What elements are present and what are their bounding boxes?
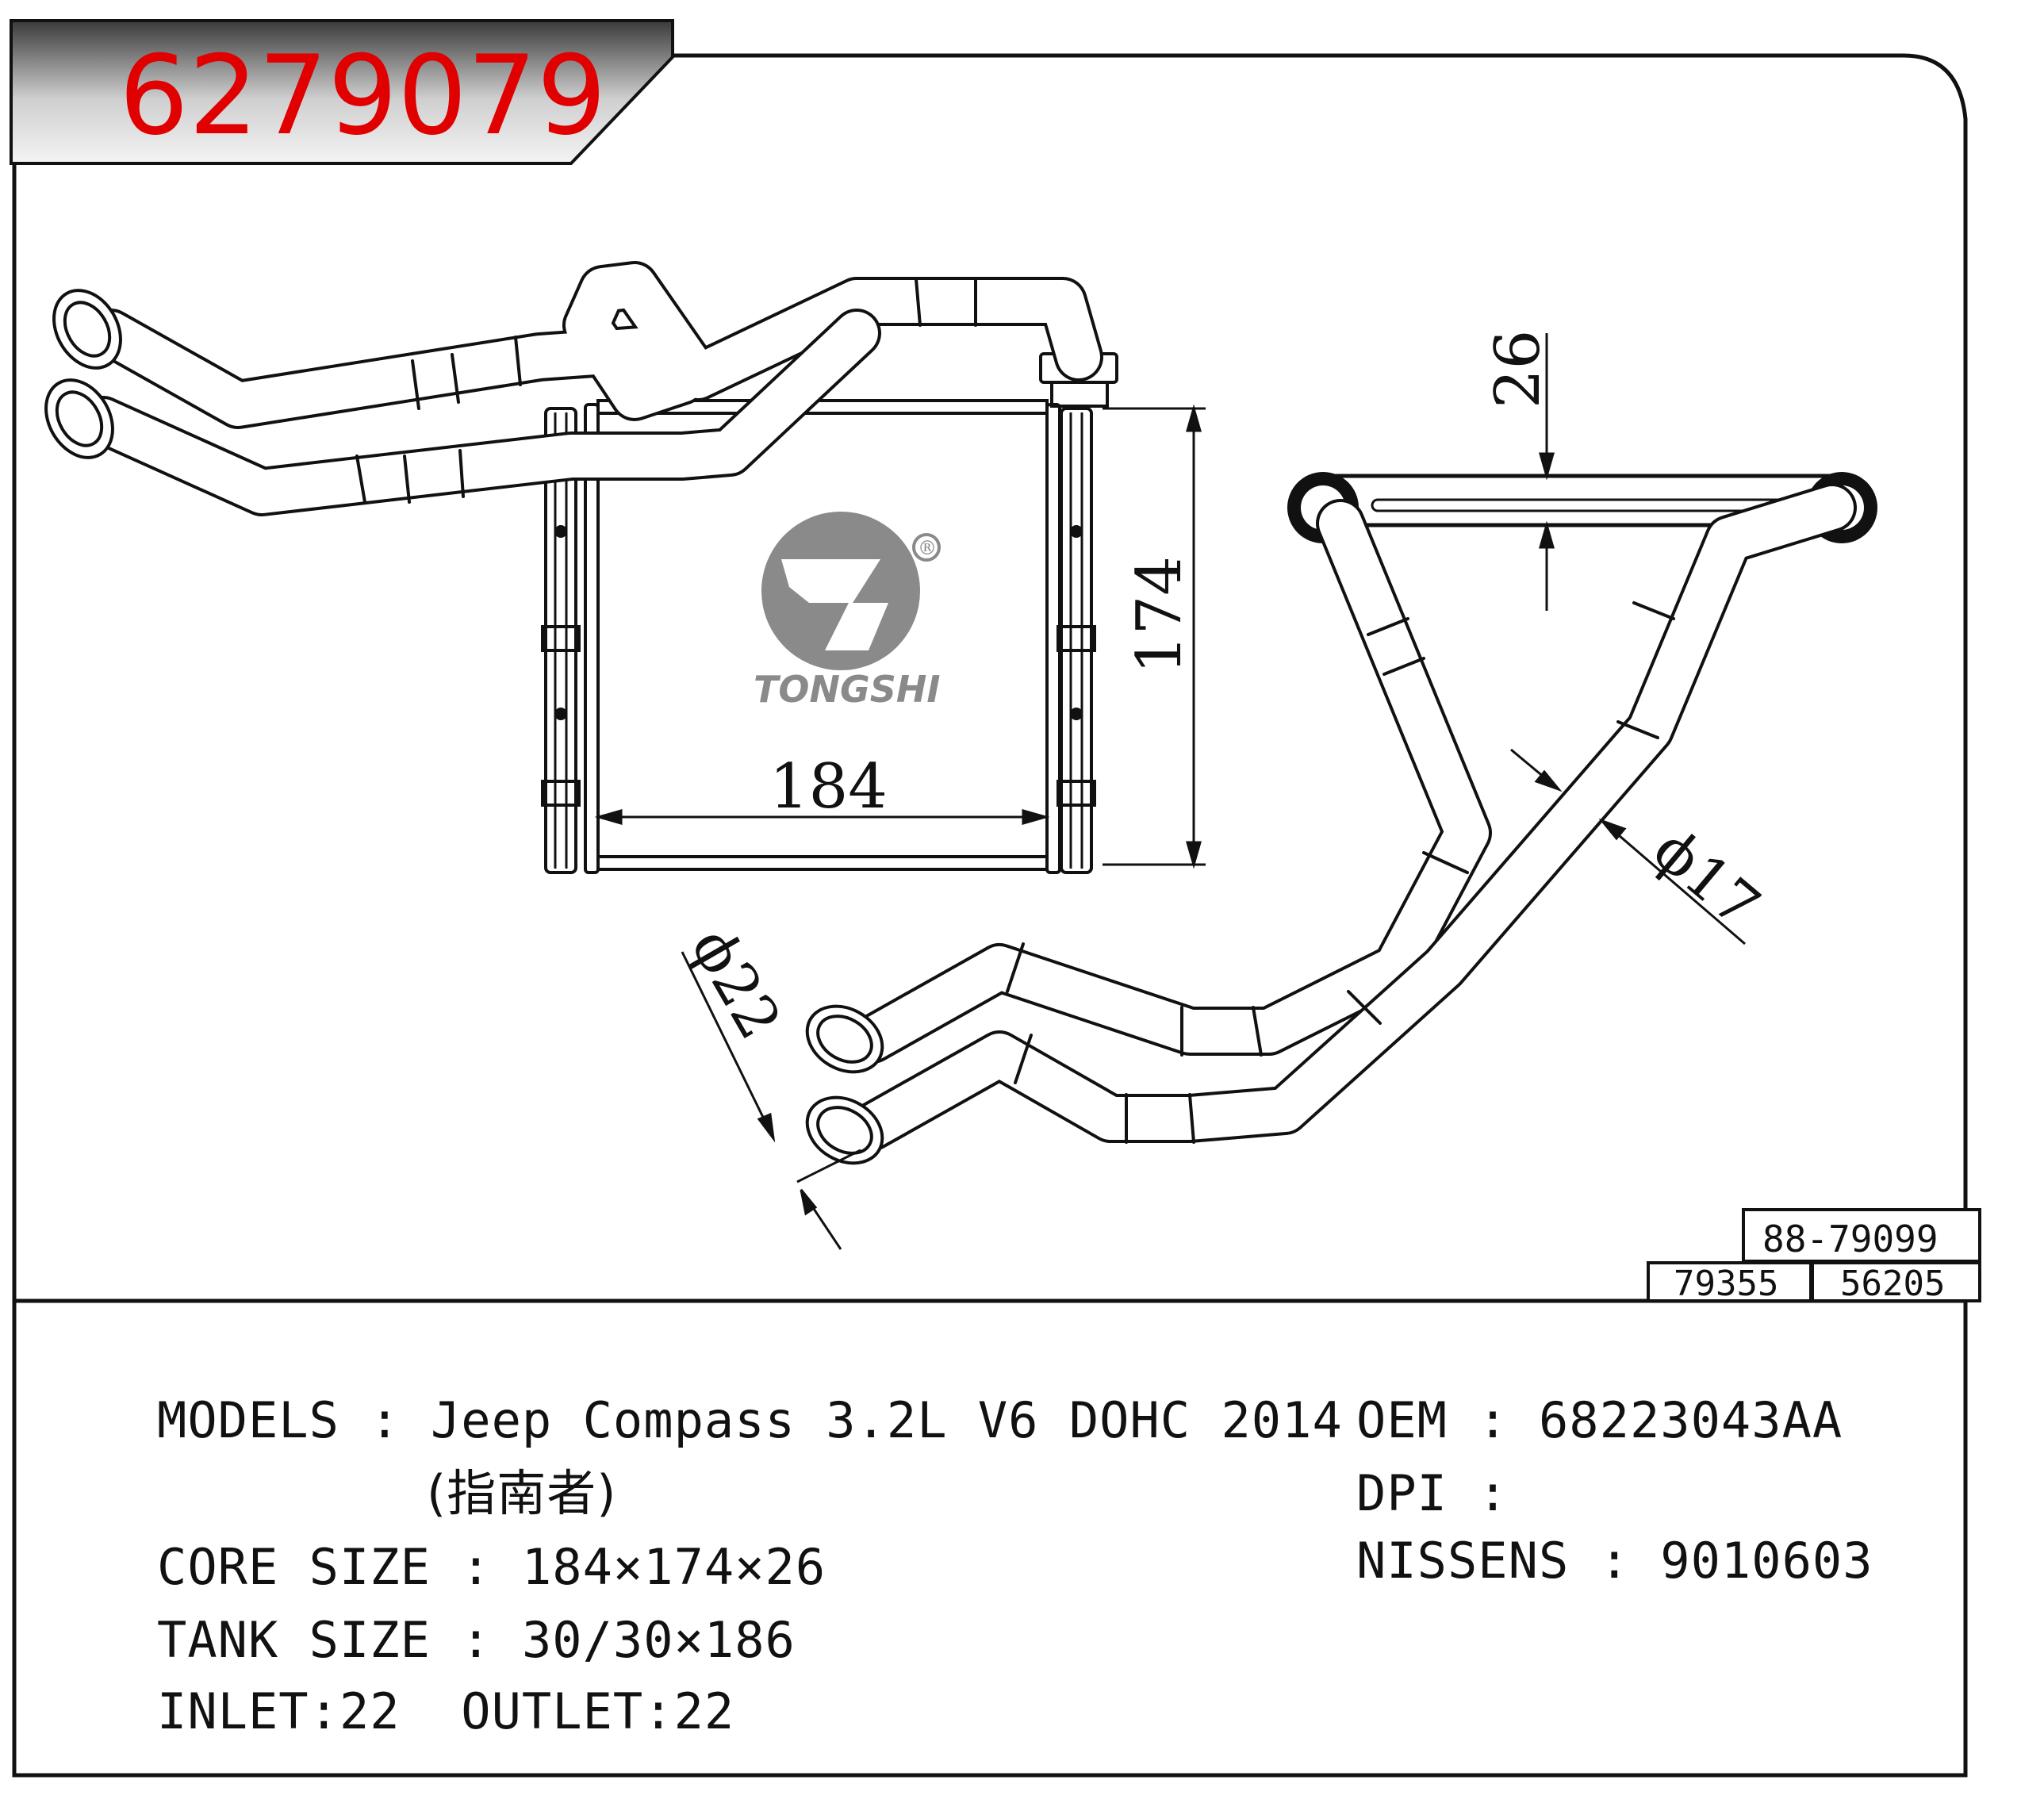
cross-ref-bottom-right: 56205 bbox=[1840, 1264, 1945, 1304]
tank-size-label: TANK SIZE bbox=[157, 1611, 431, 1669]
core-size-value: 184×174×26 bbox=[521, 1538, 826, 1596]
oem-row: OEM : 68223043AA bbox=[1356, 1396, 1843, 1445]
nissens-row: NISSENS : 9010603 bbox=[1356, 1536, 1873, 1586]
nissens-separator: : bbox=[1599, 1532, 1630, 1590]
oem-label: OEM bbox=[1356, 1391, 1448, 1449]
core-size-label: CORE SIZE bbox=[157, 1538, 431, 1596]
dimension-core-depth: 26 bbox=[1482, 330, 1555, 611]
dimension-core-height-label: 174 bbox=[1124, 556, 1195, 674]
models-value: Jeep Compass 3.2L V6 DOHC 2014 bbox=[430, 1391, 1343, 1449]
models-label: MODELS bbox=[157, 1391, 339, 1449]
dpi-row: DPI : bbox=[1356, 1469, 1539, 1518]
registered-mark: ® bbox=[918, 537, 937, 559]
nissens-value: 9010603 bbox=[1660, 1532, 1873, 1590]
core-size-row: CORE SIZE : 184×174×26 bbox=[157, 1543, 826, 1592]
core-front-view bbox=[541, 352, 1118, 874]
front-view-pipes bbox=[44, 261, 1103, 516]
tongshi-logo: ® TONGSHI bbox=[754, 512, 941, 711]
dpi-label: DPI bbox=[1356, 1464, 1448, 1522]
oem-separator: : bbox=[1478, 1391, 1509, 1449]
dimension-core-height: 174 bbox=[1103, 404, 1206, 869]
dimension-core-width: 184 bbox=[594, 751, 1050, 825]
models-row: MODELS : Jeep Compass 3.2L V6 DOHC 2014 bbox=[157, 1396, 1343, 1445]
dpi-separator: : bbox=[1478, 1464, 1509, 1522]
cross-reference-table bbox=[1647, 1208, 1981, 1302]
inlet-label: INLET bbox=[157, 1682, 309, 1740]
outlet-label: OUTLET bbox=[461, 1682, 644, 1740]
dimension-pipe-small-label: ϕ17 bbox=[1640, 815, 1772, 942]
tank-size-separator: : bbox=[461, 1611, 492, 1669]
dimension-pipe-large-label: ϕ22 bbox=[677, 917, 794, 1050]
logo-text: TONGSHI bbox=[754, 668, 940, 711]
part-number-banner: 6279079 bbox=[10, 19, 674, 165]
tank-size-value: 30/30×186 bbox=[521, 1611, 796, 1669]
core-size-separator: : bbox=[461, 1538, 492, 1596]
dimension-core-width-label: 184 bbox=[769, 751, 888, 823]
tank-size-row: TANK SIZE : 30/30×186 bbox=[157, 1616, 796, 1665]
inlet-outlet-row: INLET:22 OUTLET:22 bbox=[157, 1682, 735, 1740]
oem-value: 68223043AA bbox=[1538, 1391, 1843, 1449]
models-value-cn: (指南者) bbox=[427, 1464, 617, 1522]
side-view bbox=[805, 472, 1877, 1165]
models-separator: : bbox=[370, 1391, 401, 1449]
sheet-border bbox=[12, 53, 1968, 1778]
cross-ref-top: 88-79099 bbox=[1762, 1218, 1939, 1260]
cross-ref-bottom-left: 79355 bbox=[1674, 1264, 1778, 1304]
inlet-value: 22 bbox=[339, 1682, 401, 1740]
dimension-core-depth-label: 26 bbox=[1482, 330, 1554, 409]
nissens-label: NISSENS bbox=[1356, 1532, 1570, 1590]
part-number: 6279079 bbox=[119, 32, 607, 159]
dimension-pipe-large: ϕ22 bbox=[677, 917, 861, 1250]
outlet-value: 22 bbox=[673, 1682, 735, 1740]
